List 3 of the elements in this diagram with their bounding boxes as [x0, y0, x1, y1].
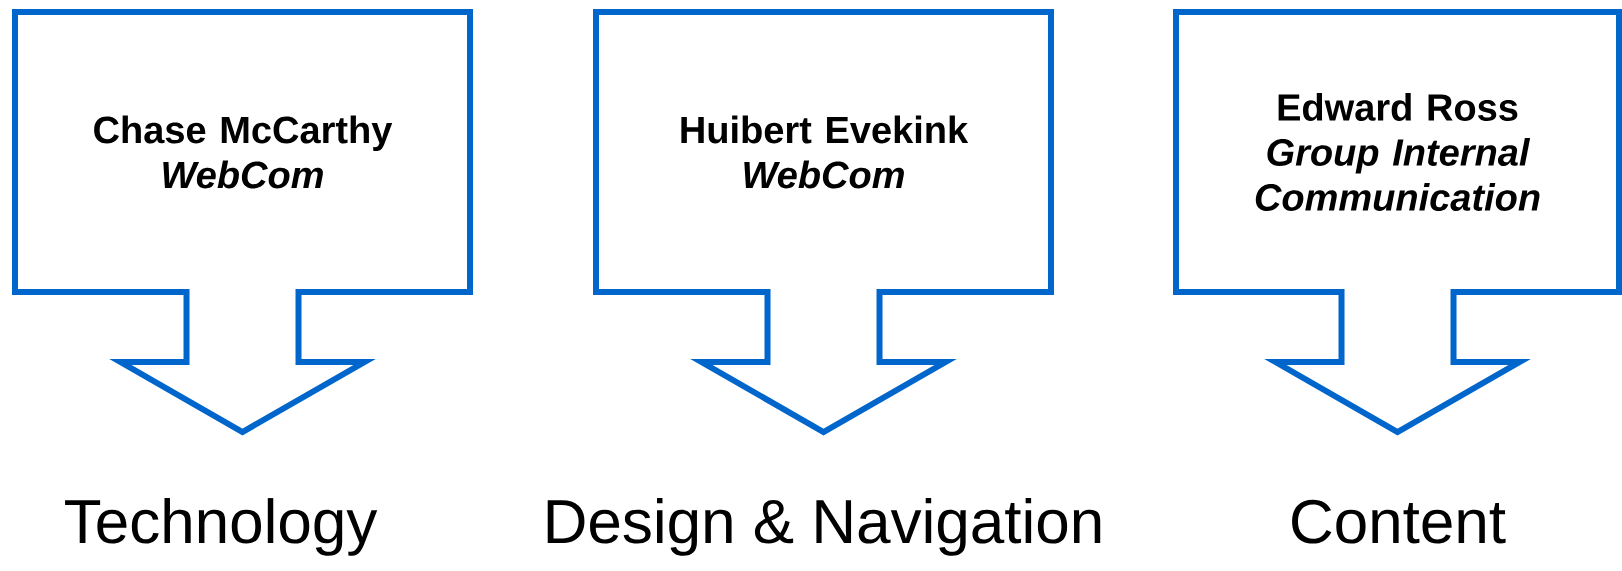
caption-label: Content — [1292, 499, 1506, 544]
caption-label: Design & Navigation — [547, 498, 1101, 556]
caption-label: Technology — [65, 498, 378, 556]
